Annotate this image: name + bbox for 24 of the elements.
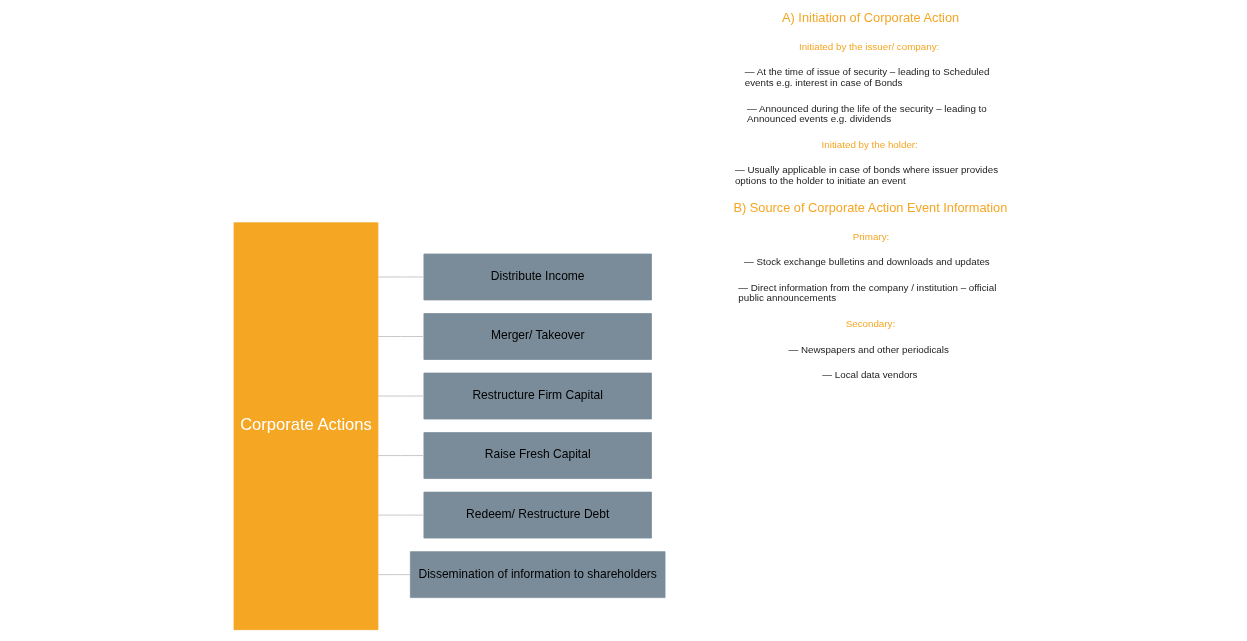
node-box: Corporate Actions bbox=[233, 222, 379, 631]
node-box: Restructure Firm Capital bbox=[423, 372, 652, 420]
connector bbox=[377, 336, 425, 337]
node-box: Dissemination of information to shareholders bbox=[409, 551, 666, 598]
node-box: Redeem/ Restructure Debt bbox=[423, 491, 652, 539]
connector bbox=[377, 514, 425, 516]
connector bbox=[377, 574, 411, 576]
label: B) Source of Corporate Action Event Information bbox=[733, 200, 1008, 216]
label: Secondary: bbox=[845, 318, 896, 330]
node-box: Raise Fresh Capital bbox=[423, 432, 652, 479]
label: — Newspapers and other periodicals bbox=[788, 343, 949, 355]
label: — Announced during the life of the security – leading to Announced events e.g. dividends bbox=[746, 102, 987, 125]
connector bbox=[377, 455, 425, 457]
label: A) Initiation of Corporate Action bbox=[782, 10, 960, 26]
node-box: Merger/ Takeover bbox=[423, 313, 652, 360]
label: — Stock exchange bulletins and downloads and updates bbox=[743, 256, 990, 268]
label: Initiated by the holder: bbox=[821, 138, 918, 150]
label: Initiated by the issuer/ company: bbox=[798, 40, 940, 52]
label: — Usually applicable in case of bonds where issuer provides options to the holder to initiate an event bbox=[734, 164, 999, 186]
label: — Local data vendors bbox=[822, 369, 918, 381]
node-box: Distribute Income bbox=[423, 253, 652, 301]
label: — Direct information from the company / institution – official public announcements bbox=[738, 281, 997, 304]
label: — At the time of issue of security – leading to Scheduled events e.g. interest in case of Bonds bbox=[744, 66, 990, 88]
label: Primary: bbox=[852, 230, 890, 242]
